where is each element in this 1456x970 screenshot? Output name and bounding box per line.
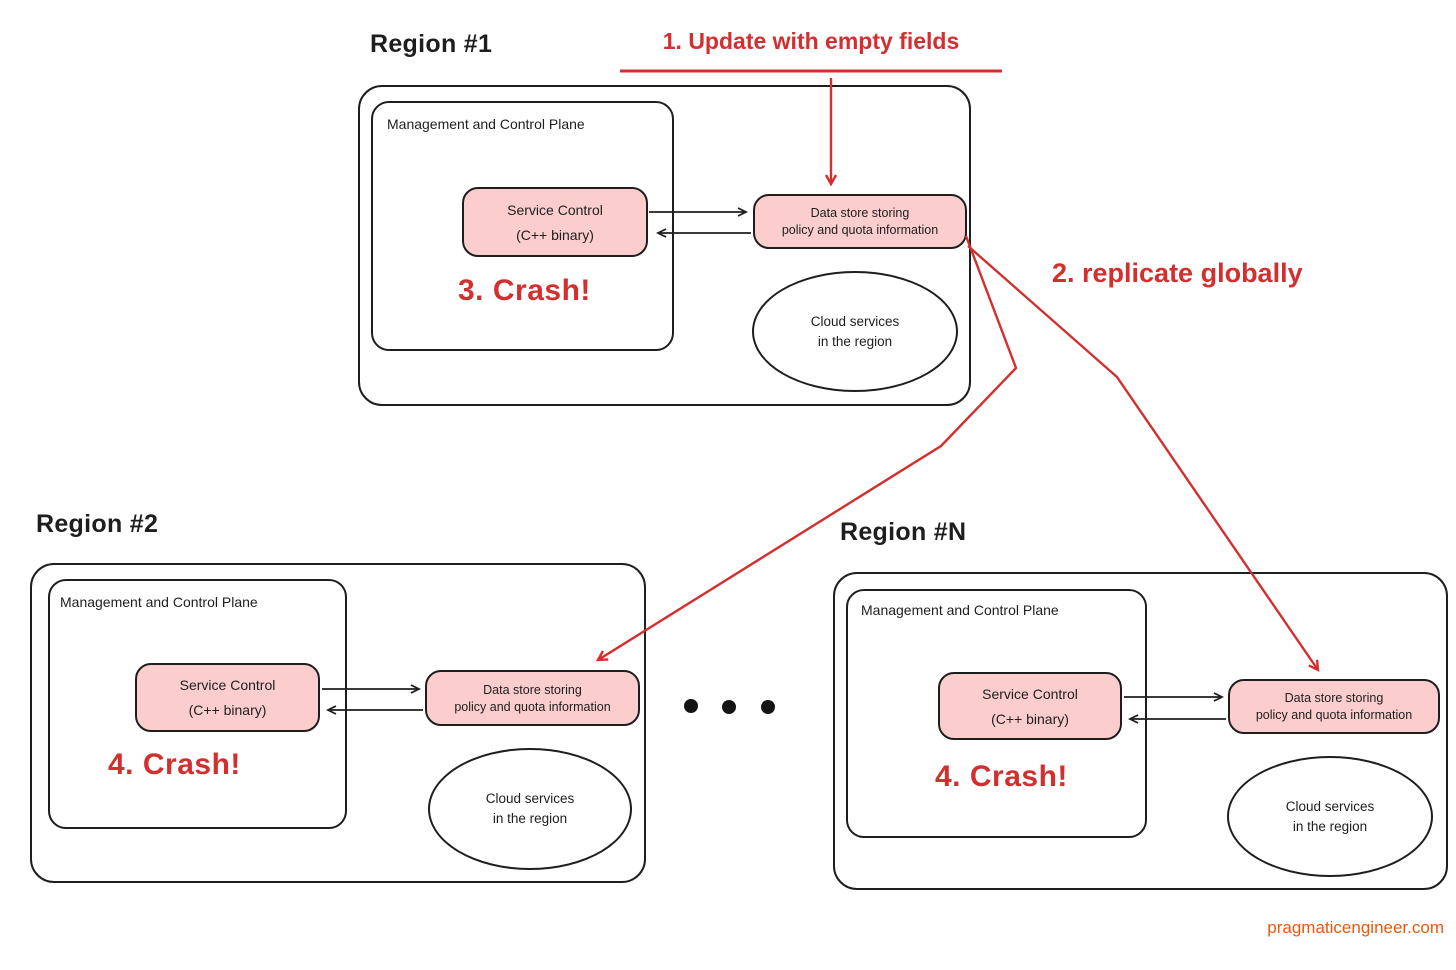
region1-datastore-box: Data store storing policy and quota info… xyxy=(753,194,967,249)
region1-service-control-line2: (C++ binary) xyxy=(516,226,594,243)
regionN-service-control-box: Service Control (C++ binary) xyxy=(938,672,1122,740)
region2-crash-label: 4. Crash! xyxy=(108,748,241,781)
region1-datastore-line1: Data store storing xyxy=(810,206,910,220)
regionN-datastore-box: Data store storing policy and quota info… xyxy=(1228,679,1440,734)
region1-title: Region #1 xyxy=(370,30,493,58)
region2-cloud-services-ellipse: Cloud services in the region xyxy=(428,748,632,870)
regionN-datastore-line1: Data store storing xyxy=(1284,691,1384,705)
watermark: pragmaticengineer.com xyxy=(1267,918,1444,937)
region1-service-control-box: Service Control (C++ binary) xyxy=(462,187,648,257)
region2-control-plane-label: Management and Control Plane xyxy=(60,594,258,610)
region2-datastore-box: Data store storing policy and quota info… xyxy=(425,670,640,726)
region1-crash-label: 3. Crash! xyxy=(458,274,591,307)
region1-service-control-line1: Service Control xyxy=(507,201,603,218)
region1-datastore-line2: policy and quota information xyxy=(781,223,939,237)
region2-datastore-line1: Data store storing xyxy=(483,682,582,697)
region1-cloud-line1: Cloud services xyxy=(810,313,900,329)
region1-cloud-line2: in the region xyxy=(817,333,893,349)
regionN-title: Region #N xyxy=(840,518,967,546)
region2-cloud-line1: Cloud services xyxy=(485,791,575,807)
region1-cloud-services-ellipse: Cloud services in the region xyxy=(752,271,958,392)
region2-service-control-line1: Service Control xyxy=(179,677,276,693)
region2-service-control-box: Service Control (C++ binary) xyxy=(135,663,320,732)
region2-service-control-line2: (C++ binary) xyxy=(188,702,267,718)
region2-datastore-line2: policy and quota information xyxy=(454,699,611,714)
regionN-control-plane-label: Management and Control Plane xyxy=(861,602,1059,618)
regionN-cloud-services-ellipse: Cloud services in the region xyxy=(1227,756,1433,877)
regionN-service-control-line1: Service Control xyxy=(982,685,1078,702)
regionN-cloud-line2: in the region xyxy=(1292,818,1368,834)
region1-control-plane-label: Management and Control Plane xyxy=(387,116,585,132)
region2-cloud-line2: in the region xyxy=(492,811,568,826)
regionN-datastore-line2: policy and quota information xyxy=(1255,708,1413,722)
ellipsis-dots-icon xyxy=(684,699,775,714)
annotation-update-empty-fields: 1. Update with empty fields xyxy=(662,28,960,54)
regionN-cloud-line1: Cloud services xyxy=(1285,798,1375,814)
region2-title: Region #2 xyxy=(36,510,159,538)
regionN-service-control-line2: (C++ binary) xyxy=(991,710,1069,727)
annotation-replicate-globally: 2. replicate globally xyxy=(1052,258,1303,288)
regionN-crash-label: 4. Crash! xyxy=(935,760,1068,793)
